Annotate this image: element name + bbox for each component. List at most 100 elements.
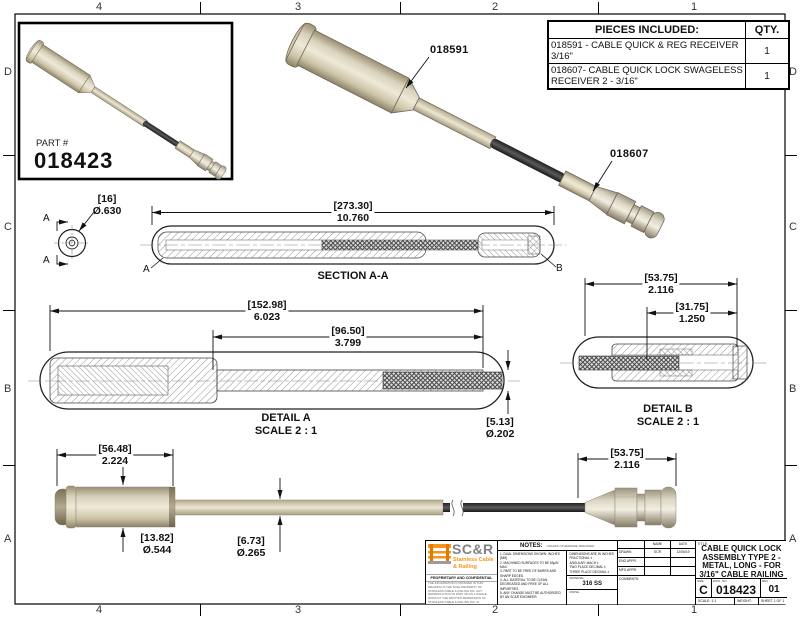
title-line: CABLE QUICK LOCK bbox=[701, 544, 782, 553]
zone-row-right-d: D bbox=[789, 66, 797, 78]
section-aa-drawing bbox=[140, 225, 566, 269]
size-row: SIZE C DWG. NO. 018423 REV 01 bbox=[696, 579, 787, 598]
approvals-cell: NAME DATE DRAWN SCR 12/06/19 ENG APPR. M… bbox=[618, 541, 696, 605]
scale-value: SCALE: 1:1 bbox=[698, 599, 717, 603]
zone-row-left-c: C bbox=[4, 221, 12, 233]
zone-col-top-4: 4 bbox=[96, 1, 103, 13]
zone-col-top-2: 2 bbox=[492, 1, 499, 13]
main-iso-drawing bbox=[285, 22, 665, 239]
zone-row-right-a: A bbox=[789, 533, 797, 545]
notes-columns: 1. DUAL DIMENSIONS SHOWN: INCHES [MM] 2.… bbox=[498, 551, 617, 605]
end-view-drawing bbox=[54, 211, 95, 267]
date-column-header: DATE bbox=[670, 541, 695, 548]
zone-row-right-c: C bbox=[789, 221, 797, 233]
material-label: MATERIAL bbox=[569, 576, 585, 581]
eng-appr-label: ENG APPR. bbox=[619, 559, 637, 563]
detail-a-drawing bbox=[28, 351, 520, 410]
size-cell: SIZE C bbox=[696, 579, 712, 597]
dim-detail-b-overall: [53.75] 2.116 bbox=[642, 272, 680, 296]
zone-col-bottom-3: 3 bbox=[295, 604, 302, 616]
rendered-view-drawing bbox=[54, 485, 677, 529]
material-value: 316 SS bbox=[582, 581, 603, 588]
detail-scale-text: SCALE 2 : 1 bbox=[636, 416, 700, 428]
detail-title-text: DETAIL B bbox=[643, 403, 693, 415]
comments-row: COMMENTS: bbox=[619, 577, 640, 581]
dim-render-body-length: [56.48] 2.224 bbox=[96, 443, 134, 467]
company-logo-cell: SC&R Stainless Cable & Railing PROPRIETA… bbox=[426, 541, 498, 605]
drawing-title-cell: TITLE: CABLE QUICK LOCK ASSEMBLY TYPE 2 … bbox=[696, 541, 787, 605]
section-cut-label-bottom: A bbox=[43, 255, 50, 266]
dim-mm: [6.73] bbox=[237, 535, 265, 547]
detail-a-title: DETAIL A SCALE 2 : 1 bbox=[255, 412, 317, 438]
section-cut-label-top: A bbox=[43, 213, 50, 224]
note-line: 4. ALL MATERIAL TO BE CLEAN, DEGREASED A… bbox=[500, 577, 549, 591]
piece-qty: 1 bbox=[764, 45, 770, 57]
tolerance-line: ANGULAR: MACH ± bbox=[569, 560, 599, 565]
title-block: SC&R Stainless Cable & Railing PROPRIETA… bbox=[425, 540, 787, 605]
dim-in: 2.224 bbox=[101, 455, 129, 467]
detail-b-title: DETAIL B SCALE 2 : 1 bbox=[637, 403, 699, 429]
section-title: SECTION A-A bbox=[317, 270, 389, 282]
detail-b-drawing bbox=[560, 336, 768, 389]
title-line: METAL, LONG - FOR bbox=[702, 561, 781, 570]
dim-in: 10.760 bbox=[336, 212, 370, 224]
drawing-title: CABLE QUICK LOCK ASSEMBLY TYPE 2 - METAL… bbox=[696, 544, 787, 579]
part-number-label: PART # bbox=[36, 138, 69, 149]
dim-mm: [53.75] bbox=[644, 272, 678, 284]
title-area: TITLE: CABLE QUICK LOCK ASSEMBLY TYPE 2 … bbox=[696, 541, 787, 579]
mfg-appr-date bbox=[670, 567, 695, 575]
dim-mm: [53.75] bbox=[610, 447, 644, 459]
drawn-row: DRAWN SCR 12/06/19 bbox=[618, 549, 695, 558]
dim-in: 2.116 bbox=[614, 459, 640, 471]
dim-in: Ø.630 bbox=[92, 205, 122, 217]
piece-desc: 018607- CABLE QUICK LOCK SWAGELESS RECEI… bbox=[549, 64, 746, 88]
callout-swageless: 018607 bbox=[610, 148, 649, 160]
logo-subtitle-2: & Railing bbox=[453, 564, 477, 570]
finish-label: FINISH bbox=[569, 590, 580, 595]
zone-col-top-1: 1 bbox=[691, 1, 698, 13]
size-value: C bbox=[699, 583, 708, 597]
dim-in: Ø.544 bbox=[142, 544, 172, 556]
section-marker-a: A bbox=[143, 264, 150, 275]
notes-list: 1. DUAL DIMENSIONS SHOWN: INCHES [MM] 2.… bbox=[498, 551, 566, 605]
drawn-date: 12/06/19 bbox=[670, 549, 695, 557]
rev-cell: REV 01 bbox=[761, 579, 787, 597]
zone-col-bottom-4: 4 bbox=[96, 604, 103, 616]
sheet-border bbox=[3, 2, 797, 616]
eng-appr-row: ENG APPR. bbox=[618, 558, 695, 567]
piece-desc: 018591 - CABLE QUICK & REG RECEIVER 3/16… bbox=[549, 39, 746, 63]
eng-appr-name bbox=[644, 558, 670, 566]
zone-row-right-b: B bbox=[789, 383, 797, 395]
zone-row-left-d: D bbox=[4, 66, 12, 78]
dim-in: 2.116 bbox=[648, 284, 674, 296]
mfg-appr-name bbox=[644, 567, 670, 575]
note-line: 3. PART TO BE FREE OF BURRS AND SHARP ED… bbox=[500, 569, 557, 578]
zone-row-left-b: B bbox=[4, 383, 12, 395]
tolerance-line: FRACTIONAL ± bbox=[569, 556, 593, 561]
zone-col-bottom-1: 1 bbox=[691, 604, 698, 616]
logo-text: SC&R bbox=[452, 541, 494, 557]
dim-section-length: [273.30] 10.760 bbox=[331, 200, 375, 224]
note-line: 5. ANY CHANGE MUST BE AUTHORIZED BY AN S… bbox=[500, 590, 561, 600]
dim-detail-b-inner: [31.75] 1.250 bbox=[673, 301, 711, 325]
dim-in: Ø.265 bbox=[236, 547, 266, 559]
notes-header: NOTES: UNLESS OTHERWISE SPECIFIED bbox=[498, 541, 617, 551]
scale-row: SCALE: 1:1 WEIGHT: SHEET 1 OF 1 bbox=[696, 598, 787, 605]
approvals-header-row: NAME DATE bbox=[618, 541, 695, 549]
dim-mm: [5.13] bbox=[486, 416, 514, 428]
title-line: ASSEMBLY TYPE 2 - bbox=[702, 552, 781, 562]
finish-cell: FINISH bbox=[567, 589, 617, 600]
material-cell: MATERIAL 316 SS bbox=[567, 575, 617, 589]
detail-scale-text: SCALE 2 : 1 bbox=[254, 425, 318, 437]
dwg-no-value: 018423 bbox=[715, 583, 757, 597]
dim-in: 3.799 bbox=[334, 337, 362, 349]
dim-mm: [96.50] bbox=[331, 325, 365, 337]
dim-detail-a-inner: [96.50] 3.799 bbox=[329, 325, 367, 349]
dim-end-view: [16] Ø.630 bbox=[91, 193, 124, 217]
confidential-label: PROPRIETARY AND CONFIDENTIAL bbox=[426, 574, 497, 582]
dim-mm: [16] bbox=[97, 193, 117, 205]
notes-subtitle: UNLESS OTHERWISE SPECIFIED bbox=[546, 543, 595, 548]
dim-in: 6.023 bbox=[253, 311, 281, 323]
dim-detail-a-dia: [5.13] Ø.202 bbox=[484, 416, 517, 440]
section-marker-b: B bbox=[556, 263, 563, 274]
